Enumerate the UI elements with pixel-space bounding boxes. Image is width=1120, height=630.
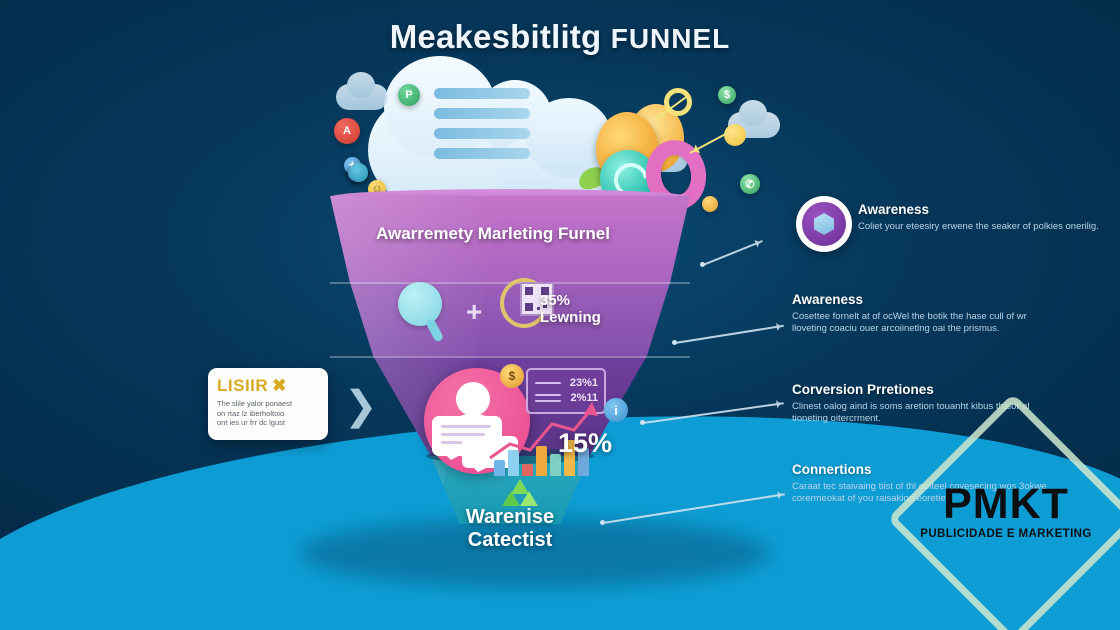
plus-sign: +: [466, 296, 483, 327]
funnel-divider-2: [330, 356, 690, 358]
badge-green-right-icon: $: [718, 86, 736, 104]
title-suffix: FUNNEL: [610, 23, 731, 54]
gear-icon: [664, 88, 692, 116]
badge-teal-round-icon: [350, 164, 368, 182]
funnel-bottom-line1: Warenise: [465, 506, 555, 528]
coin-small-icon: $: [500, 364, 524, 388]
card-body-line3: ont ies ur frr dc lgust: [217, 418, 285, 427]
magnifier-icon: [398, 282, 442, 326]
metric-awareness-value: 35%: [540, 292, 571, 309]
annotation-2-body: Cosettee fornelt at of ocWel the botik t…: [792, 311, 1027, 334]
badge-red-a-icon: A: [334, 118, 360, 144]
annotation-1[interactable]: Awareness Coliet your eteesiry erwene th…: [796, 196, 1118, 252]
stats-line-2: 2%11: [570, 392, 598, 404]
badge-amber-dot-icon: [702, 196, 718, 212]
annotation-1-icon-ring: [796, 196, 852, 252]
close-icon[interactable]: ✖: [272, 376, 287, 395]
badge-green-phone-icon: ✆: [740, 174, 760, 194]
bar-chart-icon: [494, 432, 592, 476]
watermark: PMKT PUBLICIDADE E MARKETING: [887, 393, 1120, 630]
metric-conversion-value: 15%: [558, 428, 613, 458]
annotation-2[interactable]: Awareness Cosettee fornelt at of ocWel t…: [792, 292, 1052, 335]
card-body: The slile yalor ponaest on rtaz lz iberh…: [217, 399, 319, 428]
metric-awareness: 35% Lewning: [540, 292, 601, 326]
annotation-3-heading: Corversion Prretiones: [792, 382, 934, 397]
annotation-3[interactable]: Corversion Prretiones Clinest oalog aind…: [792, 382, 1052, 425]
annotation-2-heading: Awareness: [792, 292, 864, 307]
document-lines-icon: [434, 88, 530, 168]
stats-line-1: 23%1: [569, 377, 598, 389]
funnel-shadow: [300, 518, 770, 588]
page-title: Meakesbitlitg FUNNEL: [0, 18, 1120, 56]
annotation-4-heading: Connertions: [792, 462, 872, 477]
qr-code-icon: [520, 282, 554, 316]
card-body-line1: The slile yalor ponaest: [217, 399, 293, 408]
trend-line-icon: [489, 402, 598, 460]
chevron-right-icon[interactable]: ❯: [344, 384, 378, 428]
info-badge-icon: i: [604, 398, 628, 422]
annotation-3-body: Clinest oalog aind is soms aretion touan…: [792, 401, 1030, 424]
recycle-icon: [502, 479, 538, 506]
funnel-bottom-label: Warenise Catectist: [330, 506, 690, 552]
annotation-1-body: Coliet your eteesiry erwene the seaker o…: [858, 221, 1099, 232]
annotation-4-body: Caraat tec staivaing tiist of thl ooitee…: [792, 481, 1047, 504]
yellow-dot-icon: [724, 124, 746, 146]
annotation-4[interactable]: Connertions Caraat tec staivaing tiist o…: [792, 462, 1052, 505]
card-title-row: LISIIR ✖: [217, 376, 319, 396]
title-main: Meakesbitlitg: [389, 18, 602, 55]
annotation-1-heading: Awareness: [858, 202, 930, 217]
funnel-top-label: Awarremety Marleting Furnel: [376, 224, 610, 243]
cube-icon: [802, 202, 846, 246]
card-title-text: LISIIR: [217, 376, 269, 395]
funnel-bottom-line2: Catectist: [467, 529, 553, 551]
metric-awareness-label: Lewning: [540, 309, 601, 326]
badge-green-p-icon: P: [398, 84, 420, 106]
cloud-small-left-icon: [336, 72, 388, 110]
card-body-line2: on rtaz lz iberholtoio: [217, 408, 285, 418]
watermark-tagline: PUBLICIDADE E MARKETING: [920, 528, 1092, 540]
left-callout-card[interactable]: LISIIR ✖ The slile yalor ponaest on rtaz…: [208, 368, 328, 440]
watermark-brand: PMKT: [943, 480, 1069, 528]
person-icon: [447, 382, 499, 444]
stats-panel: 23%1 2%11: [526, 368, 606, 414]
